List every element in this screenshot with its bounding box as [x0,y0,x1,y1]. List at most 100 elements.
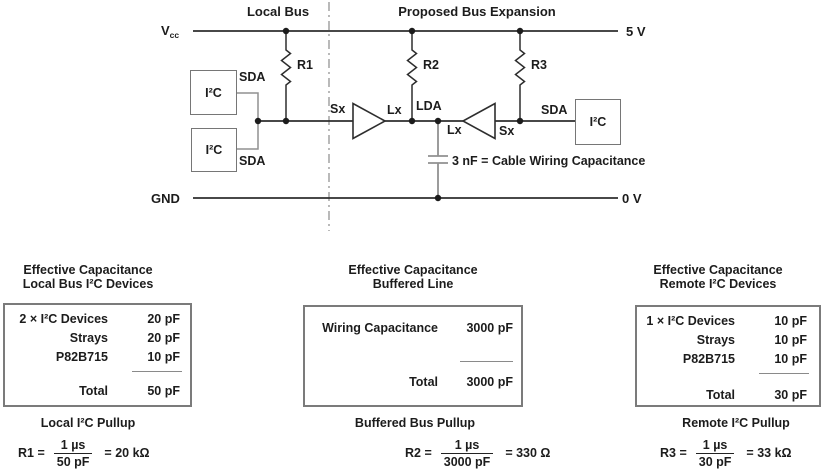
i2c-bottom-wire [235,121,259,150]
reverse-buffer-triangle [461,102,496,140]
row-value: 3000 pF [466,321,513,335]
remote-cap-table-title: Effective Capacitance Remote I²C Devices [625,263,811,291]
schematic-graphics [193,2,618,231]
row-value: 10 pF [147,350,180,364]
fraction-numerator: 1 µs [454,437,480,452]
row-label: Strays [696,333,735,347]
table-row: 1 × I²C Devices 10 pF [637,314,819,328]
junction-dot [282,27,290,35]
row-label: 2 × I²C Devices [19,312,108,326]
table-title-line1: Effective Capacitance [23,263,153,277]
junction-dots [254,27,524,202]
row-label: P82B715 [55,350,108,364]
table-row: Strays 10 pF [637,333,819,347]
table-title-line2: Buffered Line [372,277,454,291]
row-label: Wiring Capacitance [322,321,438,335]
remote-cap-table: 1 × I²C Devices 10 pF Strays 10 pF P82B7… [635,305,821,407]
total-value: 3000 pF [466,375,513,389]
row-value: 10 pF [774,314,807,328]
five-volt-label: 5 V [626,24,646,39]
junction-dot [516,117,524,125]
table-title-line1: Effective Capacitance [653,263,783,277]
junction-dot [282,117,290,125]
sx-left-pin-label: Sx [330,102,346,116]
table-title-line1: Effective Capacitance [348,263,478,277]
local-bus-section-title: Local Bus [246,4,310,19]
vcc-subscript: cc [169,30,180,40]
proposed-expansion-section-title: Proposed Bus Expansion [398,4,556,19]
formula-result: = 20 kΩ [104,446,150,460]
row-label: P82B715 [682,352,735,366]
local-cap-table: 2 × I²C Devices 20 pF Strays 20 pF P82B7… [3,303,192,407]
junction-dot [254,117,262,125]
table-row: Wiring Capacitance 3000 pF [305,321,521,335]
buffered-pullup-title: Buffered Bus Pullup [354,416,476,430]
sx-right-pin-label: Sx [499,124,515,138]
junction-dot [408,117,416,125]
row-label: 1 × I²C Devices [646,314,735,328]
i2c-device-label: I²C [205,85,222,100]
table-title-line2: Local Bus I²C Devices [22,277,154,291]
local-cap-table-title: Effective Capacitance Local Bus I²C Devi… [0,263,176,291]
local-pullup-title: Local I²C Pullup [40,416,136,430]
row-value: 20 pF [147,331,180,345]
sda-local-bottom-label: SDA [239,154,266,168]
total-divider-line [132,371,182,372]
formula-lhs: R1 = [18,446,45,460]
fraction-numerator: 1 µs [60,437,86,452]
row-value: 20 pF [147,312,180,326]
table-row: 2 × I²C Devices 20 pF [5,312,190,326]
total-label: Total [409,375,438,389]
junction-dot [516,27,524,35]
buffered-cap-table-title: Effective Capacitance Buffered Line [303,263,523,291]
r2-resistor-symbol [406,31,418,121]
r1-resistor-symbol [280,31,292,121]
total-divider-line [460,361,513,362]
junction-dot [434,117,442,125]
i2c-device-box-local-bottom: I²C [191,128,237,172]
r2-label: R2 [423,58,439,72]
cable-capacitance-note: 3 nF = Cable Wiring Capacitance [452,154,646,168]
buffered-cap-table: Wiring Capacitance 3000 pF Total 3000 pF [303,305,523,407]
r3-label: R3 [531,58,547,72]
i2c-top-wire [235,92,259,121]
table-row: P82B715 10 pF [5,350,190,364]
sda-remote-label: SDA [541,103,568,117]
table-row: P82B715 10 pF [637,352,819,366]
junction-dot [434,194,442,202]
capacitor-symbol [428,121,448,198]
total-value: 30 pF [774,388,807,402]
table-title-line2: Remote I²C Devices [659,277,777,291]
table-total-row: Total 50 pF [5,384,190,398]
lx-left-pin-label: Lx [387,103,402,117]
i2c-device-label: I²C [589,115,607,129]
total-divider-line [759,373,809,374]
total-label: Total [79,384,108,398]
formula-fraction: 1 µs 3000 pF [440,437,494,468]
junction-dot [408,27,416,35]
fraction-denominator: 50 pF [53,452,93,468]
formula-result: = 33 kΩ [746,446,792,460]
i2c-device-box-remote: I²C [575,99,621,145]
formula-lhs: R3 = [660,446,687,460]
formula-result: = 330 Ω [505,446,551,460]
i2c-device-box-local-top: I²C [190,70,237,115]
formula-fraction: 1 µs 30 pF [695,437,735,468]
r3-resistor-symbol [514,31,526,121]
remote-pullup-formula: R3 = 1 µs 30 pF = 33 kΩ [660,434,792,472]
lda-net-label: LDA [416,99,442,113]
row-value: 10 pF [774,352,807,366]
row-label: Strays [69,331,108,345]
formula-lhs: R2 = [405,446,432,460]
total-value: 50 pF [147,384,180,398]
fraction-denominator: 30 pF [695,452,735,468]
forward-buffer-triangle [352,102,387,140]
total-label: Total [706,388,735,402]
zero-volt-label: 0 V [622,191,642,206]
row-value: 10 pF [774,333,807,347]
gnd-label: GND [151,191,180,206]
fraction-numerator: 1 µs [702,437,728,452]
vcc-label: Vcc [161,24,179,42]
table-total-row: Total 30 pF [637,388,819,402]
